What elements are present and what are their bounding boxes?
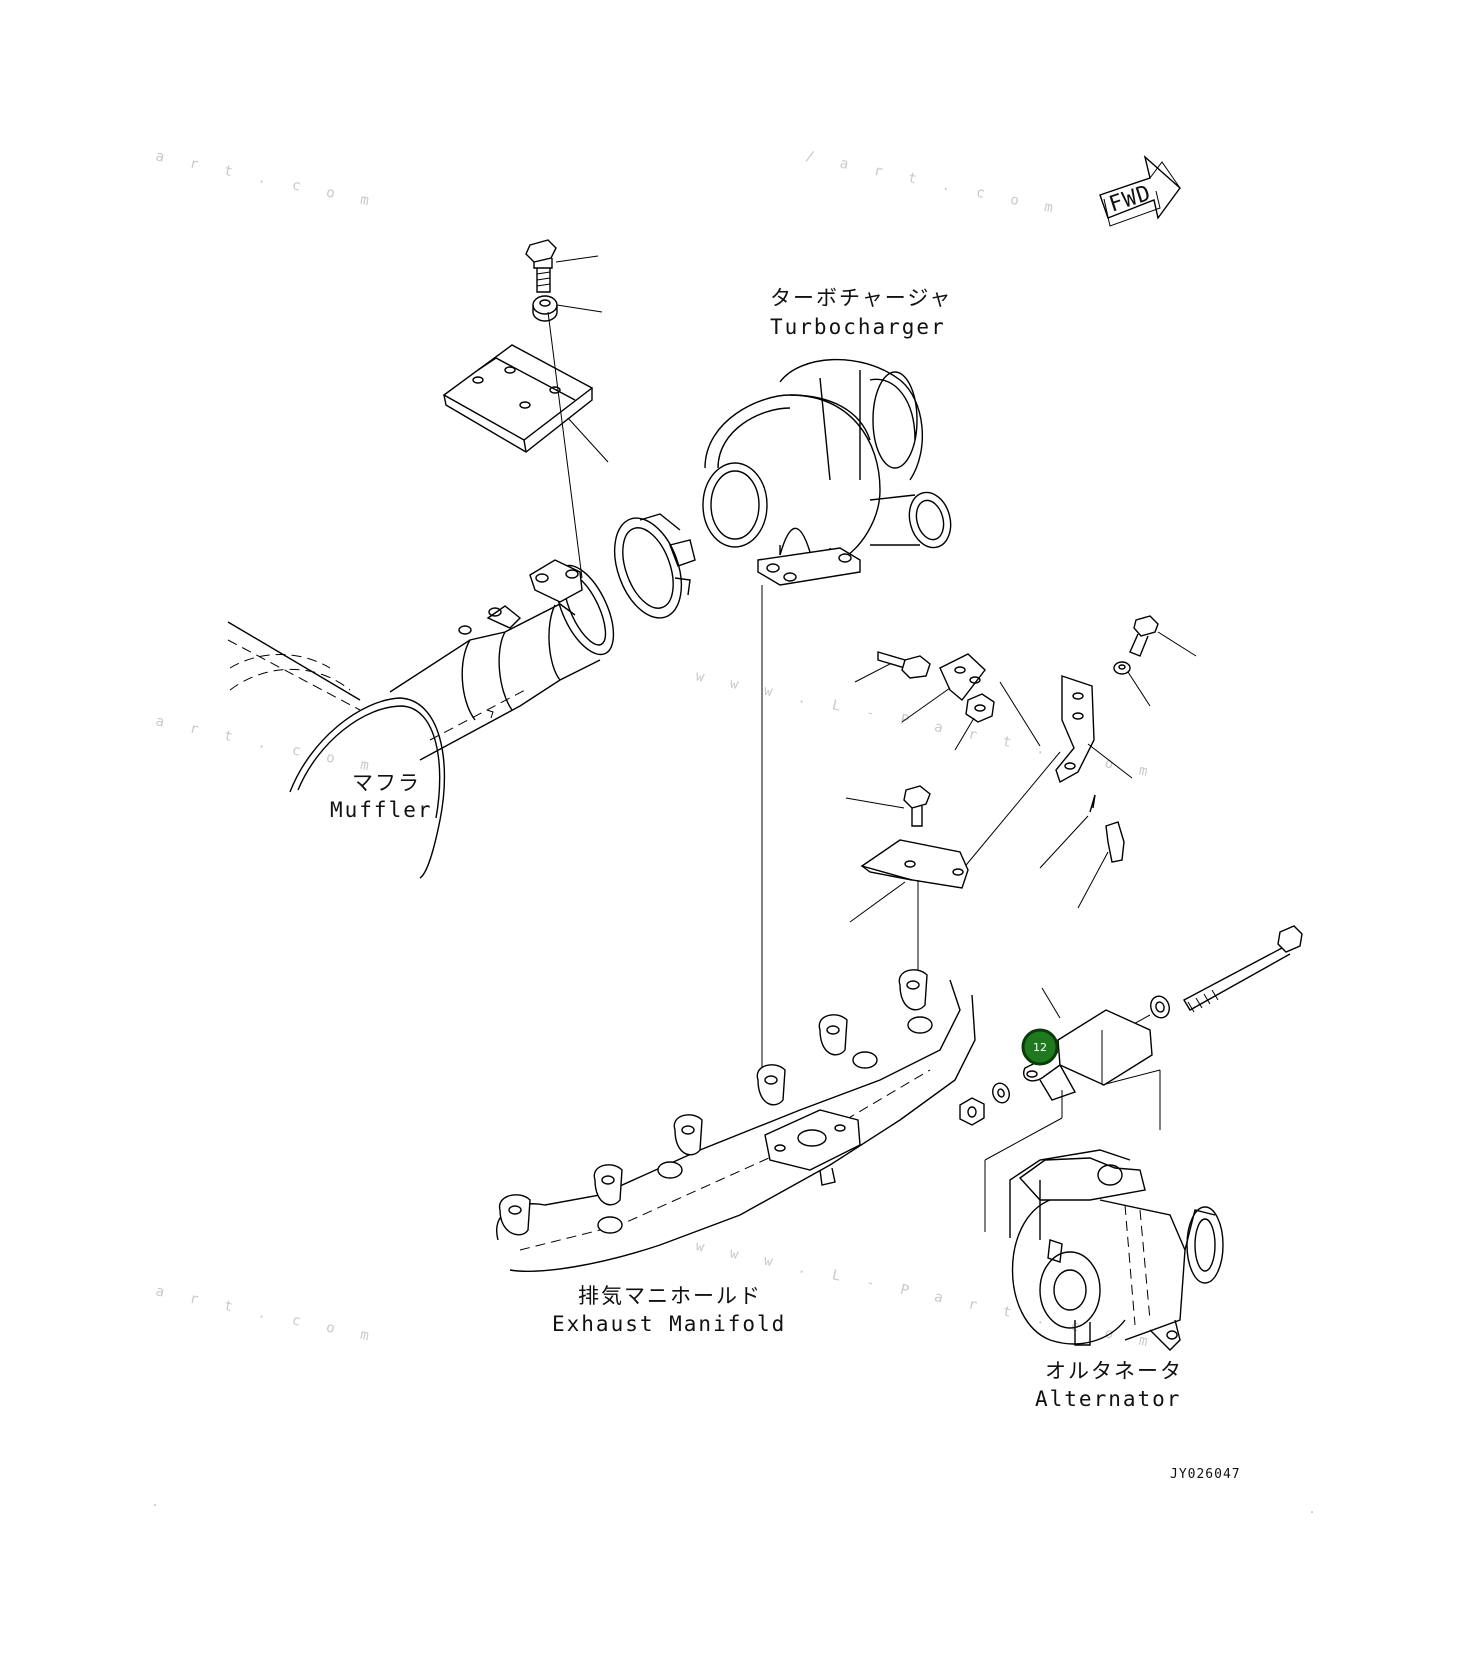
alternator-label-jp: オルタネータ xyxy=(1045,1359,1183,1383)
muffler-label-en: Muffler xyxy=(330,798,433,822)
bracket-washer-icon xyxy=(532,295,558,322)
muffler-bracket-icon xyxy=(442,344,594,453)
bracket-bolt-icon xyxy=(525,239,557,293)
watermark-4: a r t . c o m xyxy=(154,713,379,776)
turbocharger-label-jp: ターボチャージャ xyxy=(770,286,952,310)
long-bolt-washer-icon xyxy=(1150,995,1170,1019)
alternator-label-en: Alternator xyxy=(1035,1387,1181,1411)
watermark-2: / a r t . c o m xyxy=(804,148,1063,218)
stay-washer-icon xyxy=(1113,661,1131,675)
callout-12-number: 12 xyxy=(1033,1041,1047,1054)
corner-dot-right xyxy=(1311,1511,1313,1513)
stud-bolt-icon xyxy=(877,651,931,679)
fwd-arrow-icon: FWD xyxy=(1099,155,1181,227)
turbocharger-icon xyxy=(702,358,952,586)
muffler-icon xyxy=(227,559,615,879)
alternator-stay-icon xyxy=(1055,675,1095,784)
long-bolt-icon xyxy=(1183,925,1303,1013)
manifold-bolt-icon xyxy=(903,785,931,827)
muffler-label-jp: マフラ xyxy=(352,771,421,795)
corner-dot-left xyxy=(154,1504,156,1506)
middle-bracket-assembly xyxy=(854,615,1197,909)
stay-bolt-icon xyxy=(1129,615,1159,657)
callout-12-circle[interactable] xyxy=(1021,1028,1059,1066)
alternator-icon xyxy=(1009,1149,1224,1351)
watermark-6: a r t . c o m xyxy=(154,1283,379,1346)
bracket-washer-small-icon xyxy=(992,1082,1010,1104)
callout-12[interactable]: 12 xyxy=(1021,1028,1059,1066)
exhaust-manifold-icon xyxy=(496,969,976,1272)
alternator-bracket-assembly xyxy=(959,925,1303,1232)
band-clamp-icon xyxy=(613,513,696,619)
lower-stay-bolt-icon xyxy=(1105,821,1125,863)
small-bracket-icon xyxy=(939,653,986,702)
manifold-heat-shield-icon xyxy=(860,839,969,889)
exhaust-manifold-label-jp: 排気マニホールド xyxy=(578,1284,762,1308)
muffler-bracket-assembly xyxy=(442,239,609,579)
watermark-1: a r t . c o m xyxy=(154,148,379,211)
bracket-nut-icon xyxy=(959,1097,985,1126)
flange-nut-icon xyxy=(965,693,995,723)
manifold-bracket-assembly xyxy=(845,785,969,970)
exhaust-manifold-label-en: Exhaust Manifold xyxy=(552,1312,786,1336)
watermarks: a r t . c o m / a r t . c o m w w w . L … xyxy=(154,148,1158,1351)
turbocharger-label-en: Turbocharger xyxy=(770,315,946,339)
drawing-code: JY026047 xyxy=(1170,1467,1241,1482)
bracket-12-icon xyxy=(1023,1009,1153,1101)
